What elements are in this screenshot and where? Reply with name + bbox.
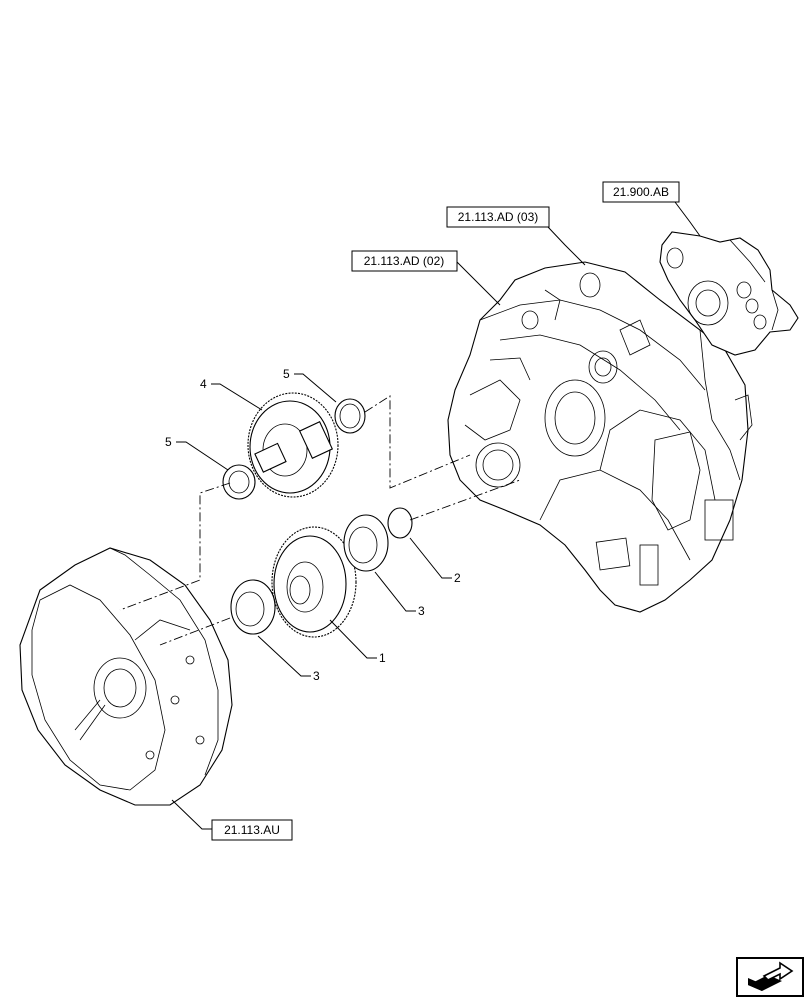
bell-housing — [19, 547, 233, 806]
ref-housing-lower-box[interactable]: 21.113.AD (02) — [351, 250, 458, 272]
assembly-centerlines — [119, 395, 521, 646]
leader-lines — [171, 201, 701, 830]
bearing-lower-part — [222, 464, 256, 500]
ref-housing-upper-box[interactable]: 21.113.AD (03) — [446, 206, 550, 228]
callout-driven-gear: 1 — [379, 651, 386, 665]
ref-bell-housing-label: 21.113.AU — [224, 823, 280, 837]
driven-gear-part — [271, 526, 357, 638]
callout-shaft-gear: 4 — [200, 377, 207, 391]
bearing-right-part — [343, 514, 389, 572]
ref-pump-box[interactable]: 21.900.AB — [602, 181, 680, 203]
transmission-housing — [447, 261, 753, 613]
callout-o-ring: 2 — [454, 571, 461, 585]
ref-bell-housing-box[interactable]: 21.113.AU — [211, 819, 293, 841]
bearing-upper-part — [334, 398, 366, 434]
ref-housing-upper-label: 21.113.AD (03) — [458, 210, 539, 224]
callout-bearing-left: 3 — [313, 669, 320, 683]
next-page-arrow-icon[interactable] — [736, 957, 804, 997]
o-ring-part — [387, 507, 413, 539]
pump-assembly — [659, 231, 799, 356]
callout-bearing-lower: 5 — [165, 435, 172, 449]
shaft-gear-part — [247, 392, 339, 498]
ref-housing-lower-label: 21.113.AD (02) — [364, 254, 445, 268]
callout-bearing-upper: 5 — [283, 367, 290, 381]
ref-pump-label: 21.900.AB — [613, 185, 669, 199]
callout-bearing-right: 3 — [418, 604, 425, 618]
bearing-left-part — [230, 579, 276, 635]
